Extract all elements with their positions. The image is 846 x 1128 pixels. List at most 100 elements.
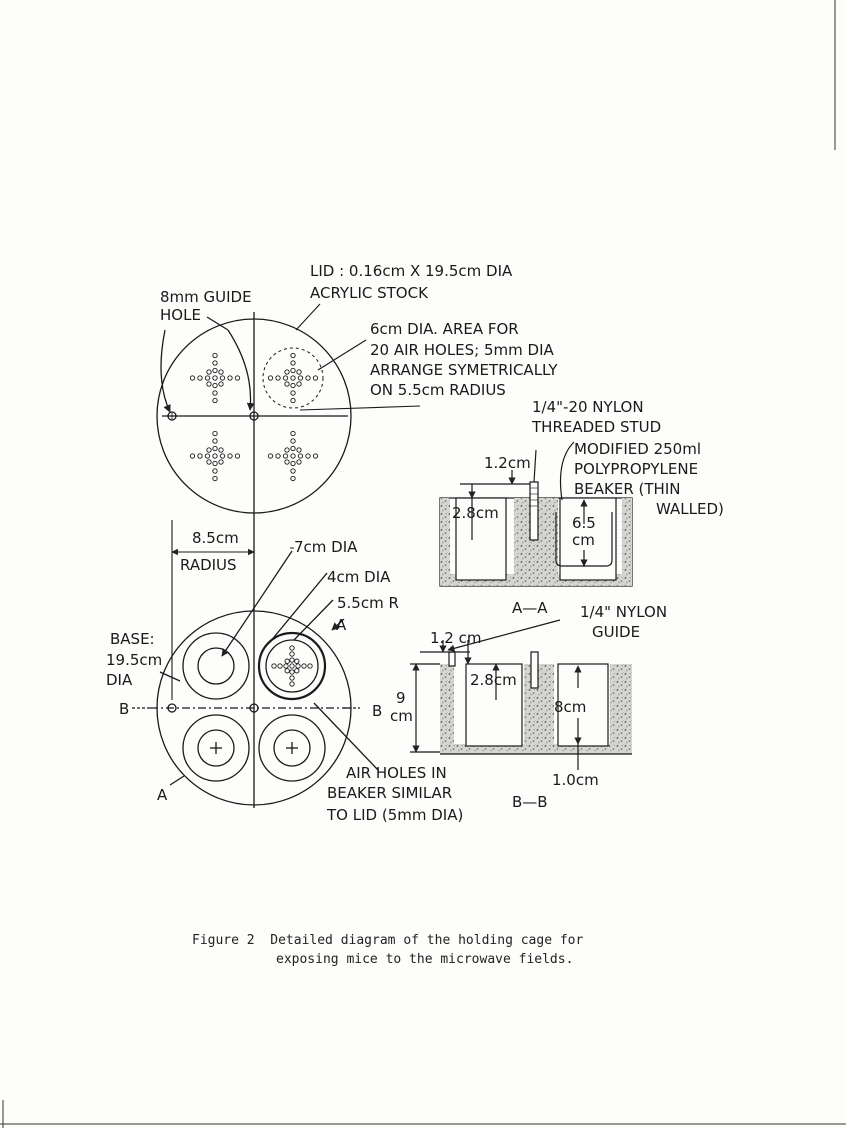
- base-guide-hole: [167, 703, 177, 713]
- label-guide-hole-2: HOLE: [160, 306, 201, 324]
- section-bb-label: B—B: [512, 793, 548, 811]
- air-hole: [297, 375, 304, 381]
- air-hole: [212, 390, 218, 396]
- dim-6-5: 6.5: [572, 514, 596, 532]
- beaker-ring-3: [182, 714, 250, 782]
- base-center-hole: [249, 703, 259, 713]
- air-hole: [290, 430, 296, 437]
- air-hole: [212, 453, 218, 459]
- air-hole: [290, 397, 296, 404]
- radius-word: RADIUS: [180, 556, 237, 574]
- air-hole: [290, 460, 296, 467]
- air-hole: [307, 663, 313, 669]
- label-nylon-guide-2: GUIDE: [592, 623, 640, 641]
- label-stud-1: 1/4"-20 NYLON: [532, 398, 644, 416]
- dim-9: 9: [396, 689, 406, 707]
- air-hole: [296, 447, 302, 453]
- air-hole: [212, 367, 218, 374]
- dim-1-2cm-bottom: 1.2 cm: [430, 629, 481, 647]
- air-hole: [212, 352, 218, 359]
- figure-caption-line-1: Figure 2 Detailed diagram of the holding…: [192, 933, 584, 948]
- air-hole: [189, 375, 196, 381]
- air-hole: [212, 382, 218, 389]
- air-hole: [289, 663, 295, 669]
- air-hole: [289, 645, 295, 651]
- air-hole: [295, 663, 301, 669]
- air-hole: [218, 381, 224, 387]
- air-hole: [277, 663, 283, 669]
- label-airholes-2: BEAKER SIMILAR: [327, 784, 452, 802]
- air-hole: [204, 453, 211, 459]
- air-hole: [296, 381, 302, 387]
- air-hole: [197, 453, 203, 459]
- label-air-area-4: ON 5.5cm RADIUS: [370, 381, 506, 399]
- air-hole: [197, 375, 203, 381]
- radius-value: 8.5cm: [192, 529, 239, 547]
- beaker-ring-4: [258, 714, 326, 782]
- dim-9-unit: cm: [390, 707, 413, 725]
- air-hole: [227, 453, 233, 459]
- air-hole: [206, 369, 212, 375]
- air-hole: [275, 453, 281, 459]
- section-aa: [439, 441, 633, 587]
- air-hole: [206, 459, 212, 465]
- air-hole: [290, 352, 296, 359]
- air-hole: [289, 669, 295, 675]
- air-hole: [283, 663, 289, 669]
- label-base-2: 19.5cm: [106, 651, 162, 669]
- diagram-labels: LID : 0.16cm X 19.5cm DIA ACRYLIC STOCK …: [106, 262, 724, 824]
- label-beaker-3: BEAKER (THIN: [574, 480, 680, 498]
- air-hole: [206, 447, 212, 453]
- air-hole: [297, 453, 304, 459]
- dim-1-2cm-top: 1.2cm: [484, 454, 531, 472]
- label-lid-2: ACRYLIC STOCK: [310, 284, 429, 302]
- beaker-ring-1: [182, 632, 250, 700]
- air-hole: [275, 375, 281, 381]
- air-hole: [284, 658, 290, 664]
- section-bb: [410, 619, 632, 770]
- beaker-air-holes: [271, 645, 313, 687]
- air-hole: [219, 453, 226, 459]
- lid-air-holes: [189, 352, 319, 482]
- air-hole: [212, 360, 218, 366]
- air-hole: [204, 375, 211, 381]
- dim-8cm: 8cm: [554, 698, 586, 716]
- air-hole: [312, 375, 319, 381]
- air-hole: [212, 430, 218, 437]
- air-hole: [206, 381, 212, 387]
- lid-top-view: [156, 312, 352, 520]
- label-stud-2: THREADED STUD: [531, 418, 661, 436]
- air-hole: [312, 453, 319, 459]
- marker-b-left: B: [119, 700, 129, 718]
- marker-a-top: A: [336, 616, 347, 634]
- air-hole: [227, 375, 233, 381]
- label-4cm-dia: 4cm DIA: [327, 568, 391, 586]
- air-hole: [290, 367, 296, 374]
- air-hole: [234, 375, 241, 381]
- air-hole: [296, 369, 302, 375]
- marker-a-bottom: A: [157, 786, 168, 804]
- air-hole: [234, 453, 241, 459]
- air-hole: [282, 375, 289, 381]
- air-hole: [282, 453, 289, 459]
- label-beaker-4: WALLED): [656, 500, 724, 518]
- label-airholes-1: AIR HOLES IN: [346, 764, 447, 782]
- air-hole: [284, 459, 290, 465]
- air-hole-area-dashed: [262, 347, 324, 409]
- label-guide-hole-1: 8mm GUIDE: [160, 288, 252, 306]
- air-hole: [301, 663, 307, 669]
- air-hole: [212, 475, 218, 482]
- air-hole: [212, 445, 218, 452]
- label-base-3: DIA: [106, 671, 133, 689]
- beaker-ring-2: [257, 631, 327, 701]
- label-5-5cm-r: 5.5cm R: [337, 594, 399, 612]
- air-hole: [212, 438, 218, 444]
- air-hole: [289, 675, 295, 681]
- air-hole: [218, 447, 224, 453]
- air-hole: [212, 468, 218, 474]
- air-hole: [218, 459, 224, 465]
- air-hole: [290, 475, 296, 482]
- label-beaker-2: POLYPROPYLENE: [574, 460, 698, 478]
- air-hole: [189, 453, 196, 459]
